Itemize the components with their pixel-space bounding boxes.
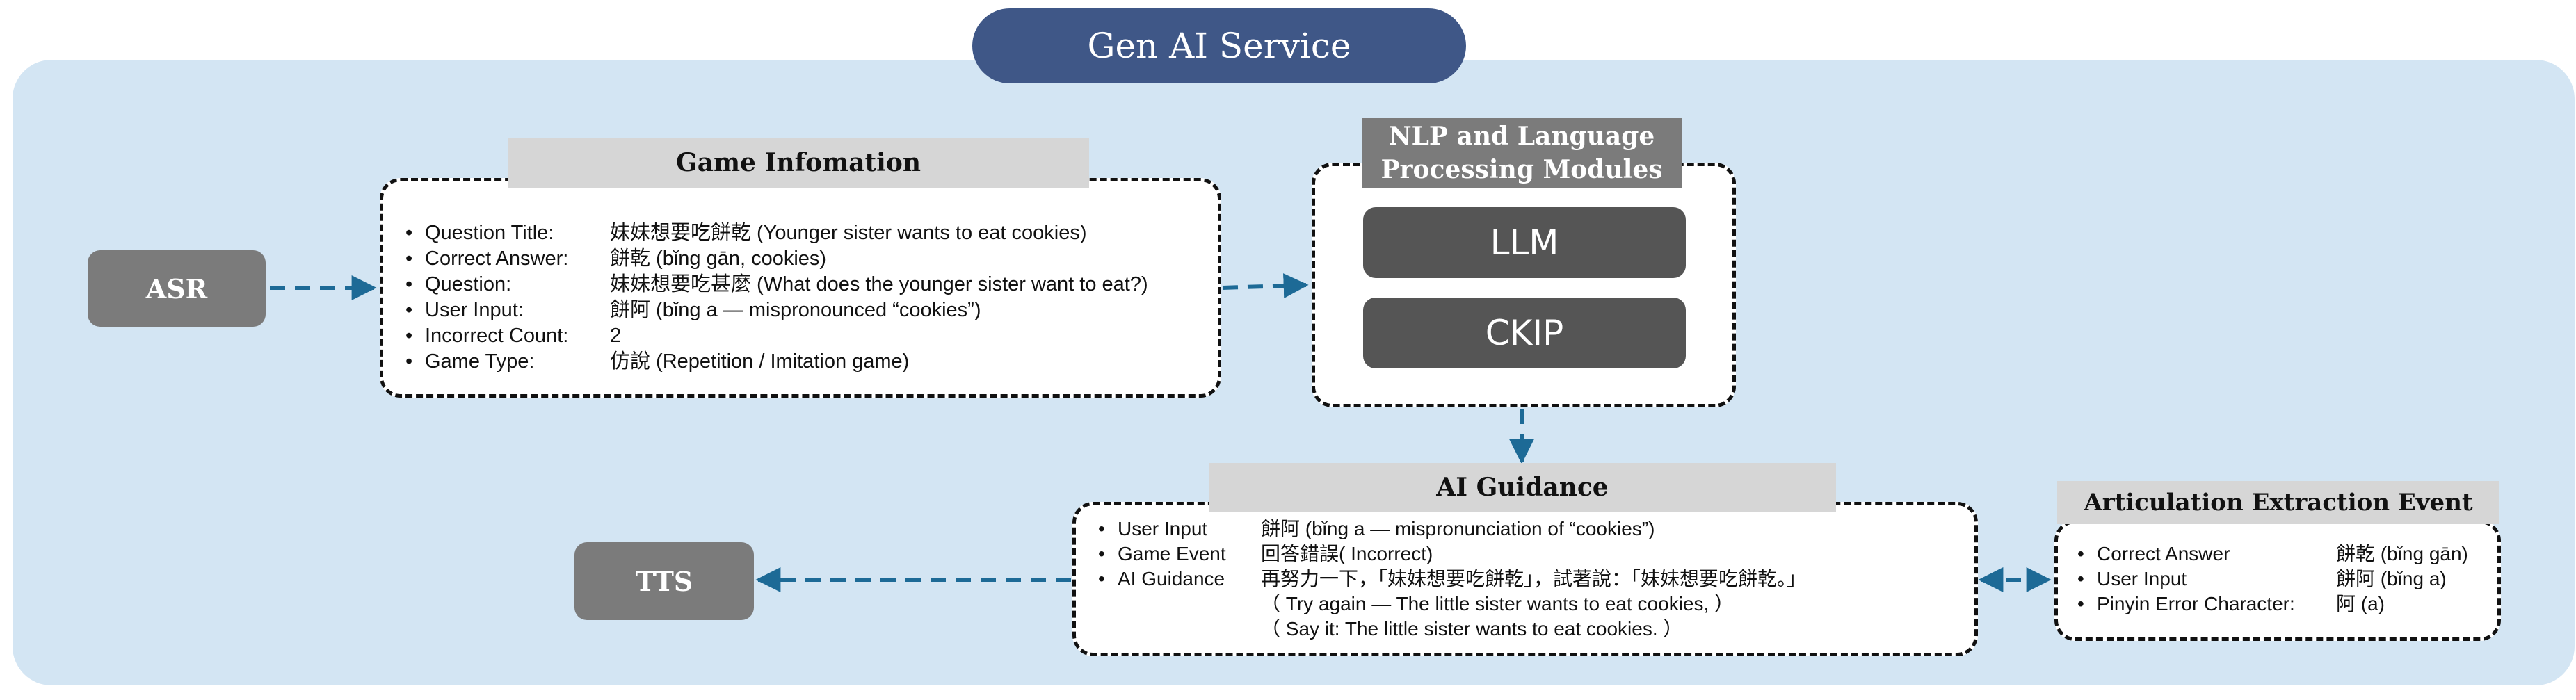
- list-item: Question:妹妹想要吃甚麼 (What does the younger …: [405, 272, 1148, 298]
- ckip-label: CKIP: [1485, 313, 1564, 353]
- arrow-game-info-to-nlp: [1222, 273, 1309, 299]
- list-item: （ Say it: The little sister wants to eat…: [1261, 618, 1683, 640]
- list-item: Game Type:仿說 (Repetition / Imitation gam…: [405, 349, 1148, 375]
- list-item: Question Title:妹妹想要吃餅乾 (Younger sister w…: [405, 220, 1148, 246]
- ai-guidance-header: AI Guidance: [1209, 463, 1836, 512]
- list-item: Incorrect Count:2: [405, 323, 1148, 349]
- llm-module: LLM: [1363, 207, 1686, 278]
- tts-label: TTS: [635, 565, 693, 597]
- game-info-header: Game Infomation: [508, 138, 1089, 188]
- list-item: AI Guidance再努力一下，「妹妹想要吃餅乾」，試著說：「妹妹想要吃餅乾。…: [1098, 567, 1806, 592]
- ckip-module: CKIP: [1363, 298, 1686, 368]
- tts-box: TTS: [574, 542, 754, 620]
- game-info-box: Question Title:妹妹想要吃餅乾 (Younger sister w…: [380, 178, 1221, 398]
- list-item: User Input:餅阿 (bǐng a — mispronounced “c…: [405, 298, 1148, 323]
- asr-label: ASR: [145, 272, 208, 304]
- list-item: （ Try again — The little sister wants to…: [1261, 593, 1734, 614]
- game-info-list: Question Title:妹妹想要吃餅乾 (Younger sister w…: [405, 220, 1148, 375]
- articulation-header: Articulation Extraction Event: [2057, 481, 2499, 524]
- nlp-header: NLP and Language Processing Modules: [1362, 118, 1682, 188]
- llm-label: LLM: [1490, 222, 1559, 263]
- list-item: Correct Answer:餅乾 (bǐng gān, cookies): [405, 246, 1148, 272]
- list-item: Pinyin Error Character:阿 (a): [2077, 592, 2468, 617]
- asr-box: ASR: [88, 250, 266, 327]
- service-title: Gen AI Service: [972, 8, 1466, 83]
